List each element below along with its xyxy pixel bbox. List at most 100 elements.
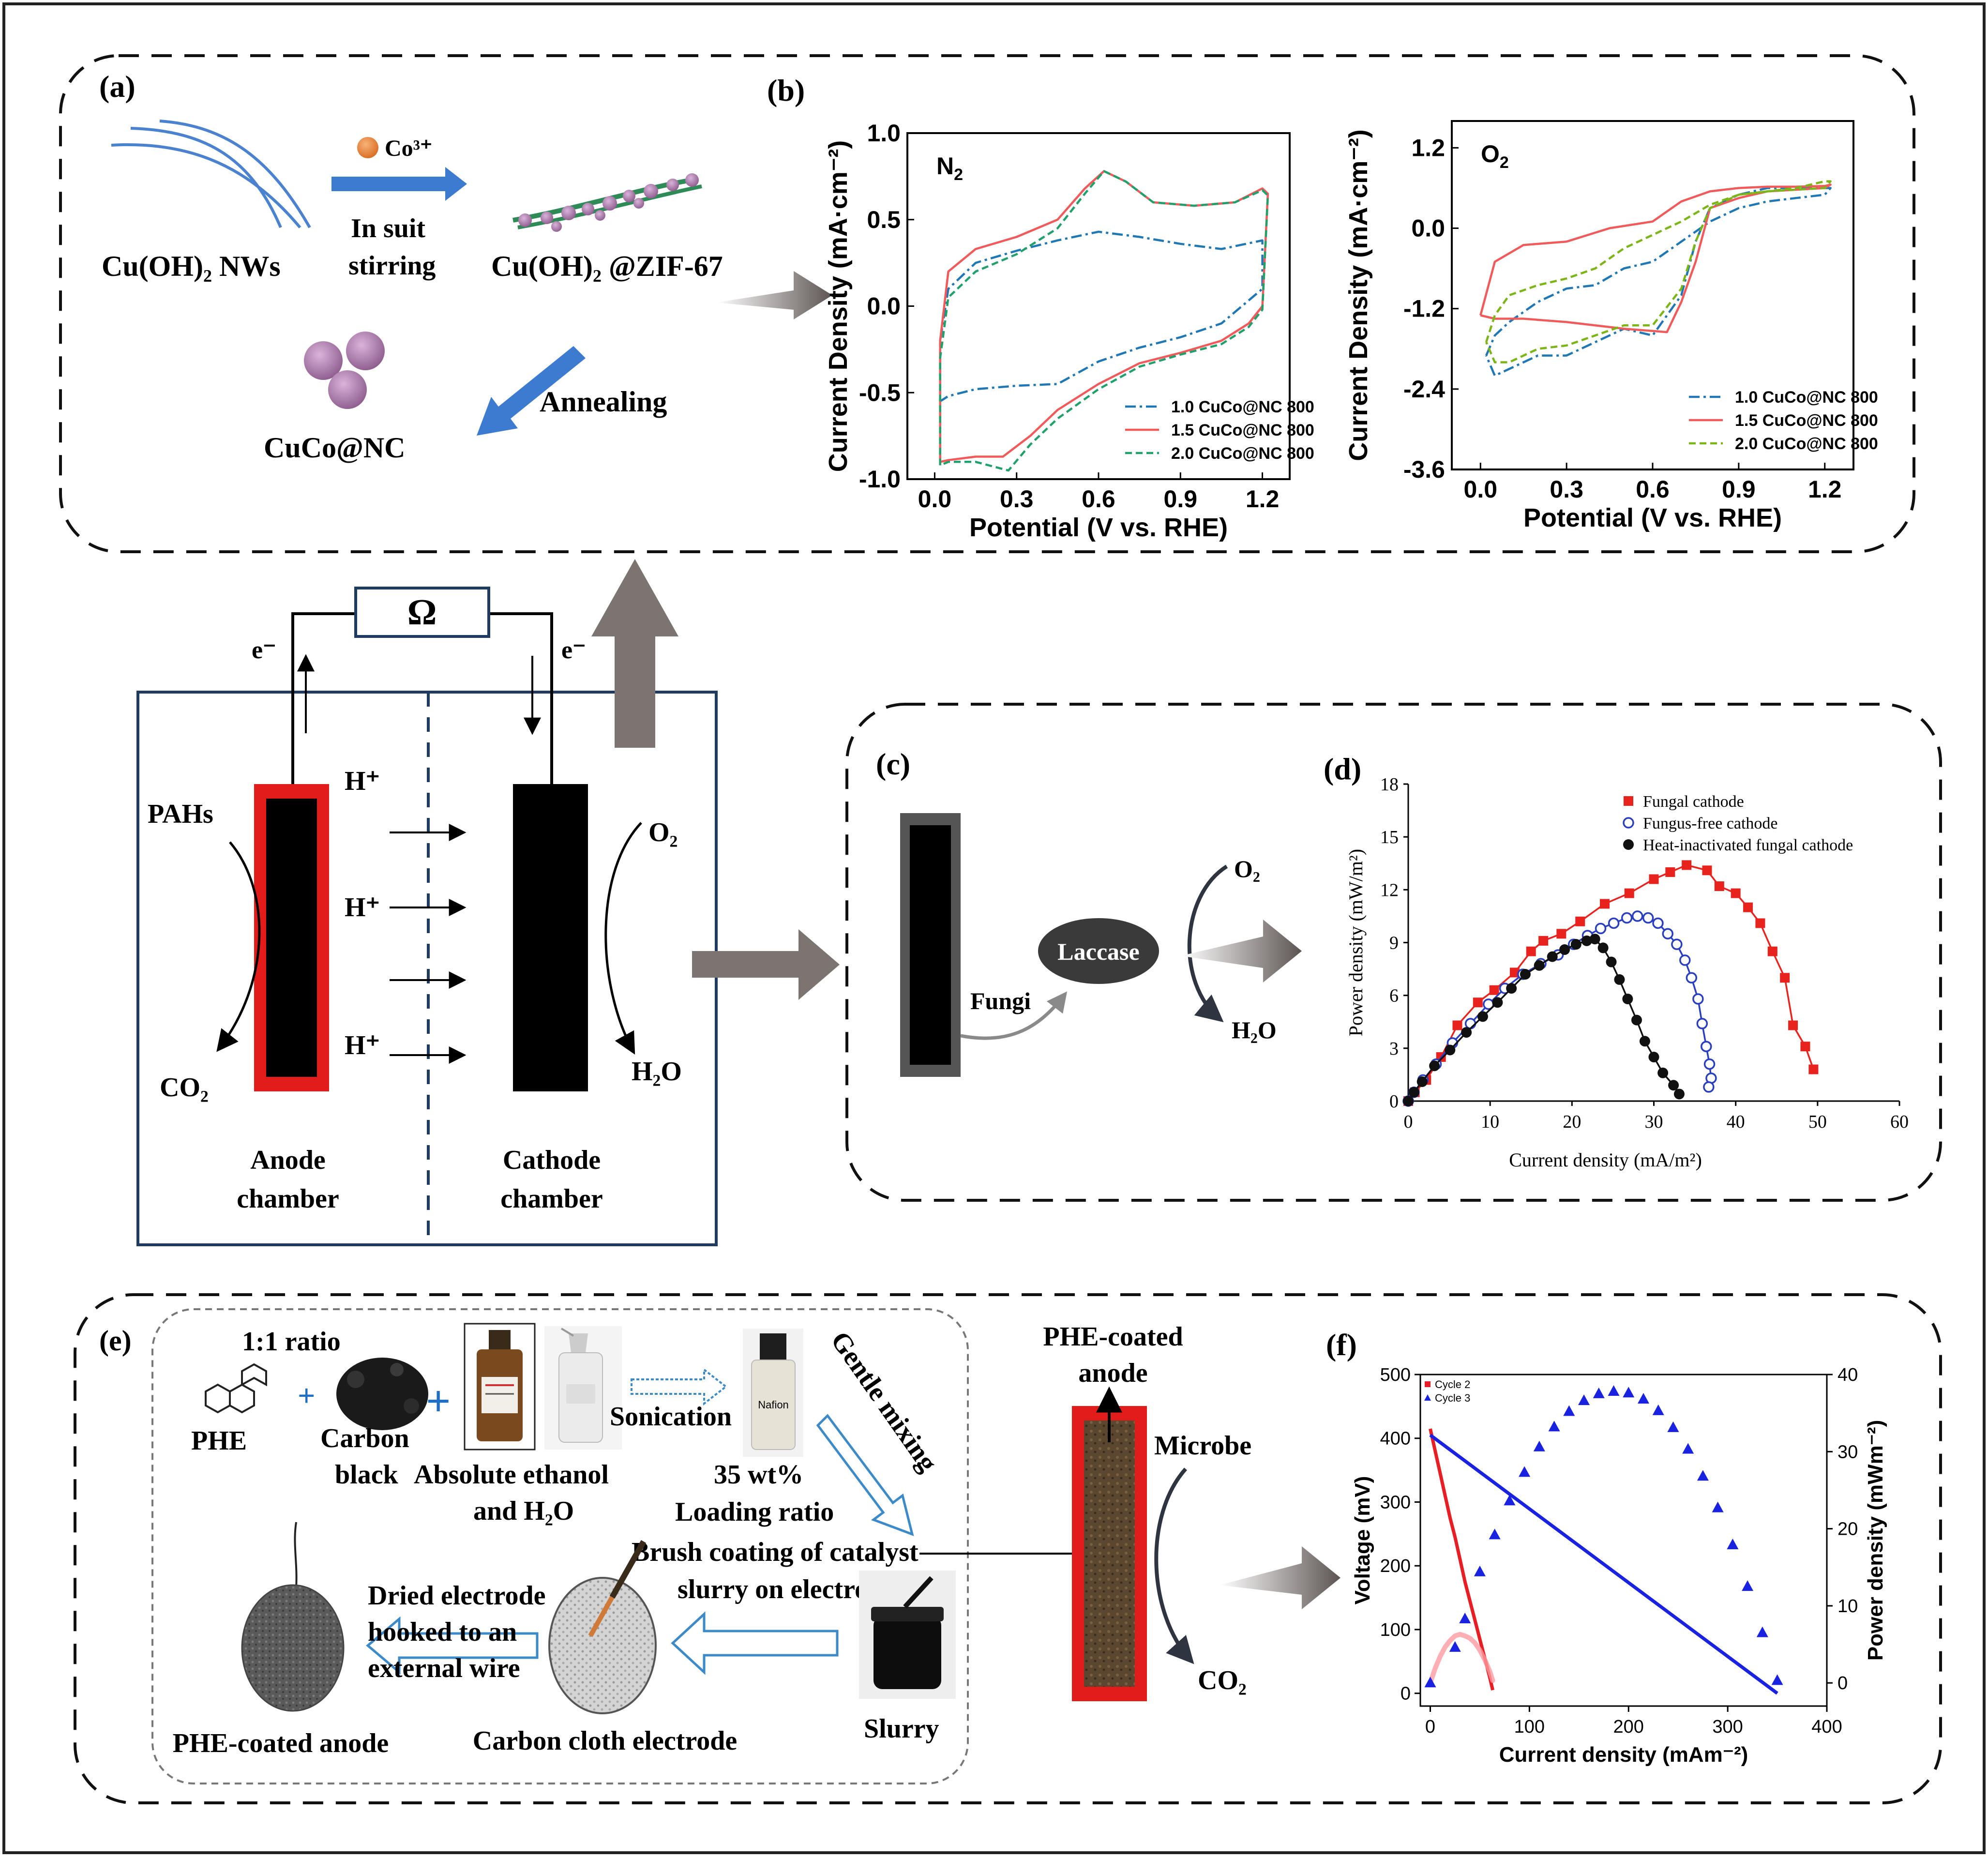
y-tick-label: 1.0 [867, 120, 901, 147]
data-point-square [1767, 946, 1777, 956]
phe-anode-column-core [1084, 1421, 1135, 1687]
data-point-open-circle [1621, 912, 1633, 924]
annealing-label: Annealing [540, 386, 667, 418]
h-plus-3: H⁺ [345, 1030, 380, 1060]
x-tick-label: 400 [1811, 1717, 1842, 1737]
sonication-label: Sonication [610, 1402, 732, 1432]
nafion-bottle-icon: Nafion [743, 1329, 803, 1457]
data-point-open-circle [1703, 1058, 1716, 1070]
data-point-triangle [1424, 1677, 1436, 1688]
legend-label: 1.0 CuCo@NC 800 [1735, 388, 1878, 407]
data-point-open-circle [1696, 1018, 1708, 1029]
cathode-chamber-line2: chamber [500, 1184, 603, 1214]
data-point-circle [1416, 1076, 1428, 1087]
data-point-square [1780, 973, 1790, 983]
series-line-3 [939, 170, 1269, 472]
y-tick-label: -3.6 [1403, 456, 1445, 483]
gentle-mixing-arrow-icon [816, 1414, 914, 1537]
data-point-circle [1429, 1060, 1440, 1072]
data-point-square [1743, 902, 1753, 912]
data-point-circle [1673, 1088, 1685, 1100]
gray-arrow-right-icon [692, 929, 840, 1000]
dried-line2: hooked to an [368, 1617, 517, 1647]
carbon-cloth-label: Carbon cloth electrode [473, 1726, 737, 1756]
data-point-circle [1520, 969, 1531, 980]
data-point-circle [1445, 1044, 1456, 1056]
data-point-square [1731, 888, 1741, 898]
x-tick-label: 50 [1808, 1112, 1827, 1132]
zif67-wire-graphic [512, 173, 702, 232]
panel-label-d: (d) [1324, 752, 1361, 786]
ethanol-line2: and H₂O [473, 1496, 574, 1526]
ethanol-bottle-icon [464, 1323, 536, 1451]
data-point-circle [1461, 1027, 1472, 1038]
y-axis-label: Voltage (mV) [1351, 1476, 1374, 1605]
o2-label-cathode: O₂ [648, 817, 678, 847]
data-point-triangle [1504, 1495, 1516, 1506]
hollow-arrow-left-2-icon [366, 1616, 539, 1675]
series-line-1 [1429, 1428, 1495, 1691]
data-point-circle [1581, 935, 1592, 946]
x-tick-label: 40 [1727, 1112, 1745, 1132]
data-point-open-circle [1686, 972, 1698, 984]
mfc-diagram: Ω e⁻ e⁻ H⁺ H⁺ H⁺ PAHs CO₂ O₂ H₂O Anode c… [136, 559, 840, 1246]
data-point-circle [1403, 1096, 1414, 1106]
y-tick-label: 9 [1389, 933, 1399, 953]
y-tick-label: -0.5 [859, 379, 901, 406]
co-ion-label: Co³⁺ [385, 136, 432, 161]
chart-title: N2 [936, 152, 963, 184]
data-point-circle [1631, 1014, 1642, 1026]
x-axis-label: Potential (V vs. RHE) [969, 513, 1228, 542]
series-line-1 [1485, 187, 1832, 377]
data-point-triangle [1578, 1394, 1590, 1406]
pahs-to-co2-arrow [216, 841, 261, 1052]
x-axis-label: Potential (V vs. RHE) [1523, 503, 1782, 532]
ethanol-line1: Absolute ethanol [414, 1460, 609, 1490]
y-tick-label: 3 [1389, 1039, 1399, 1059]
pahs-label: PAHs [148, 799, 213, 829]
x-tick-label: 0.0 [1464, 476, 1498, 503]
y2-tick-label: 30 [1837, 1442, 1858, 1462]
legend-marker [1623, 817, 1634, 829]
blue-arrow-annealing-icon [477, 346, 586, 436]
legend-label: 2.0 CuCo@NC 800 [1171, 444, 1314, 463]
data-point-open-circle [1652, 917, 1664, 929]
data-point-triangle [1727, 1539, 1739, 1550]
data-point-circle [1492, 997, 1503, 1008]
middle-dashed-panel [845, 703, 1942, 1202]
cathode-chamber-line1: Cathode [503, 1145, 601, 1175]
y2-tick-label: 10 [1837, 1596, 1858, 1617]
data-point-circle [1648, 1052, 1659, 1063]
data-point-triangle [1593, 1387, 1605, 1398]
microbe-to-co2-arrow [1154, 1467, 1194, 1664]
x-tick-label: 0 [1425, 1717, 1435, 1737]
plot-frame [1419, 1374, 1828, 1707]
x-tick-label: 200 [1613, 1717, 1644, 1737]
x-tick-label: 1.2 [1246, 485, 1280, 513]
chart-title-subscript: 2 [1500, 153, 1509, 172]
data-point-open-circle [1679, 954, 1691, 966]
data-point-triangle [1608, 1385, 1620, 1396]
x-tick-label: 100 [1514, 1717, 1545, 1737]
bottom-dashed-panel [74, 1293, 1942, 1804]
resistor-symbol: Ω [407, 592, 437, 633]
data-point-square [1452, 1020, 1462, 1030]
y-tick-label: 6 [1389, 986, 1399, 1006]
data-point-square [1808, 1064, 1819, 1074]
data-point-square [1624, 888, 1634, 898]
hollow-arrow-left-1-icon [671, 1611, 839, 1675]
step1-line2: stirring [348, 251, 436, 281]
legend-label: Fungus-free cathode [1643, 815, 1778, 832]
y-tick-label: 18 [1380, 774, 1399, 795]
data-point-square [1665, 867, 1675, 877]
phe-coated-line2: anode [1078, 1358, 1147, 1388]
data-point-circle [1597, 942, 1609, 953]
external-circuit-wire [291, 612, 356, 786]
microbe-label: Microbe [1154, 1431, 1251, 1461]
slurry-label: Slurry [864, 1714, 939, 1744]
x-axis-label: Current density (mAm⁻²) [1499, 1743, 1748, 1767]
gray-arrow-to-d-icon [1181, 920, 1302, 982]
ratio-label: 1:1 ratio [242, 1327, 341, 1357]
